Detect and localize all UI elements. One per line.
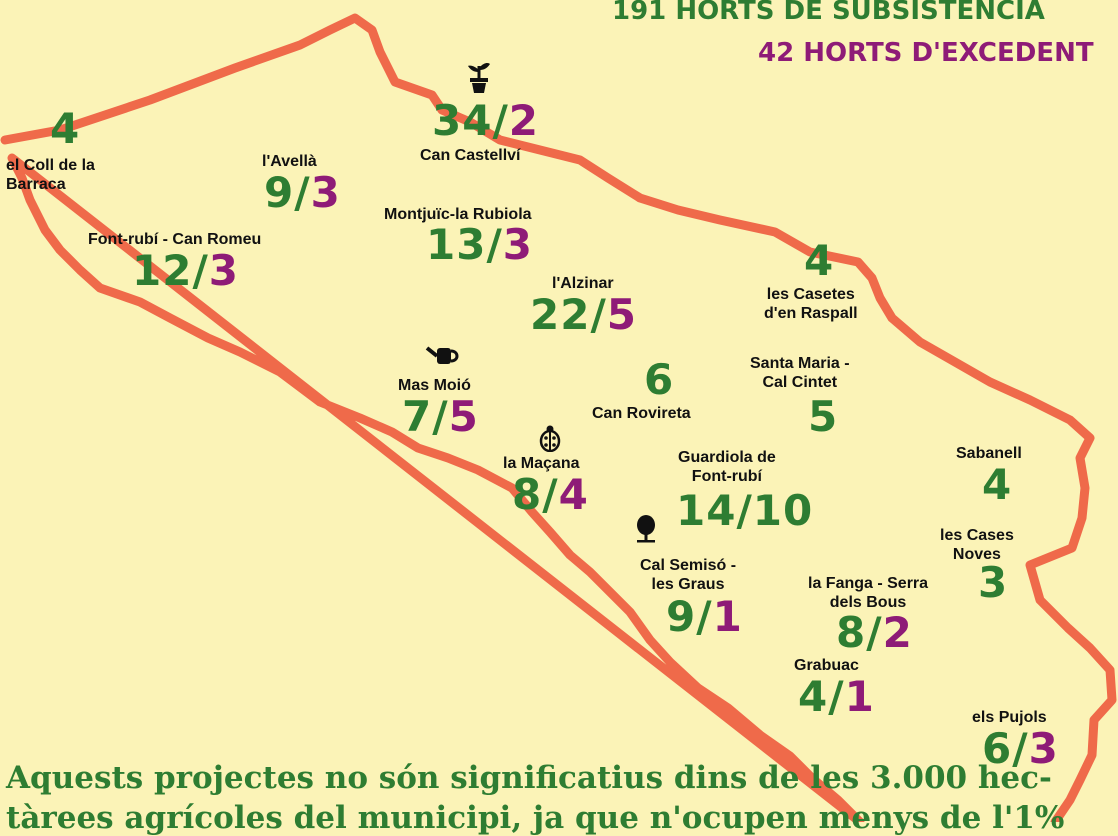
place-count: 22/5 — [530, 290, 638, 339]
place-count: 8/4 — [512, 470, 589, 519]
place-count: 5 — [808, 392, 839, 441]
place-name: Font-rubí - Can Romeu — [88, 231, 262, 248]
place-count: 6 — [644, 355, 675, 404]
place-name: Mas Moió — [398, 377, 471, 394]
place-name: l'Avellà — [262, 153, 317, 170]
footer-note-line1: Aquests projectes no són significatius d… — [6, 760, 1052, 796]
place-count: 7/5 — [402, 392, 479, 441]
place-name: Sabanell — [956, 445, 1022, 462]
place-name: la Maçana — [503, 455, 580, 472]
place-count: 4/1 — [798, 672, 875, 721]
place-count: 12/3 — [132, 246, 240, 295]
place-count: 8/2 — [836, 608, 913, 657]
place-name: Grabuac — [794, 657, 859, 674]
place-count: 13/3 — [426, 220, 534, 269]
ladybug-icon — [539, 425, 561, 452]
place-name: Montjuïc-la Rubiola — [384, 206, 532, 223]
header-subsistence-total: 191 HORTS DE SUBSISTÈNCIA — [612, 0, 1045, 26]
place-name: l'Alzinar — [552, 275, 614, 292]
place-count: 4 — [50, 104, 81, 153]
municipality-border — [0, 13, 1117, 822]
header-surplus-total: 42 HORTS D'EXCEDENT — [758, 38, 1094, 68]
place-count: 6/3 — [982, 724, 1059, 773]
place-name: els Pujols — [972, 709, 1047, 726]
place-name: Cal Semisó -les Graus — [640, 557, 737, 593]
place-count: 4 — [804, 236, 835, 285]
plant-pot-icon — [468, 63, 490, 93]
place-name: Santa Maria -Cal Cintet — [750, 355, 850, 391]
watering-can-icon — [425, 346, 459, 364]
place-count: 9/3 — [264, 168, 341, 217]
footer-note-line2: tàrees agrícoles del municipi, ja que n'… — [6, 800, 1065, 836]
place-count: 3 — [978, 558, 1009, 607]
place-count: 4 — [982, 460, 1013, 509]
place-count: 34/2 — [432, 96, 540, 145]
place-count: 14/10 — [676, 486, 814, 535]
place-name: Can Rovireta — [592, 405, 691, 422]
place-name: Can Castellví — [420, 147, 521, 164]
place-count: 9/1 — [666, 592, 743, 641]
tree-icon — [637, 515, 655, 543]
